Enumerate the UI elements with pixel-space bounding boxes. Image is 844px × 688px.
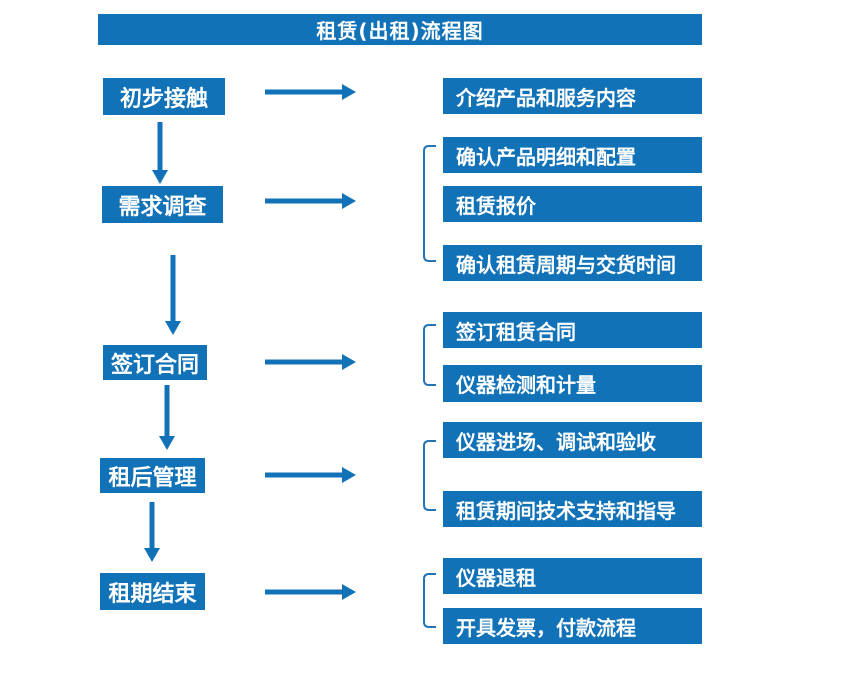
arrow-down-icon <box>165 255 181 335</box>
output-box-introduce-products: 介绍产品和服务内容 <box>443 78 702 114</box>
output-box-rental-quote: 租赁报价 <box>443 186 702 222</box>
step-box-sign-contract: 签订合同 <box>103 345 207 380</box>
output-box-instrument-inspection: 仪器检测和计量 <box>443 365 702 402</box>
bracket-connector <box>423 324 436 386</box>
output-box-instrument-return: 仪器退租 <box>443 558 702 594</box>
arrow-right-icon <box>265 354 356 370</box>
output-box-sign-rental-contract: 签订租赁合同 <box>443 312 702 348</box>
arrow-right-icon <box>265 84 356 100</box>
output-box-instrument-setup: 仪器进场、调试和验收 <box>443 422 702 458</box>
bracket-connector <box>423 440 436 511</box>
output-box-invoice-payment: 开具发票，付款流程 <box>443 608 702 644</box>
arrow-down-icon <box>152 122 168 184</box>
step-box-rental-end: 租期结束 <box>100 573 205 610</box>
output-box-confirm-rental-period: 确认租赁周期与交货时间 <box>443 245 702 281</box>
bracket-connector <box>423 573 436 628</box>
page-title: 租赁(出租)流程图 <box>98 14 702 45</box>
step-box-post-rental-management: 租后管理 <box>100 458 205 493</box>
arrow-right-icon <box>265 467 356 483</box>
arrow-right-icon <box>265 193 356 209</box>
step-box-initial-contact: 初步接触 <box>103 78 225 115</box>
output-box-technical-support: 租赁期间技术支持和指导 <box>443 491 702 527</box>
arrow-down-icon <box>144 502 160 562</box>
output-box-confirm-product-details: 确认产品明细和配置 <box>443 137 702 173</box>
step-box-demand-survey: 需求调查 <box>102 186 223 223</box>
bracket-connector <box>423 145 436 262</box>
arrow-down-icon <box>159 385 175 450</box>
arrow-right-icon <box>265 584 356 600</box>
